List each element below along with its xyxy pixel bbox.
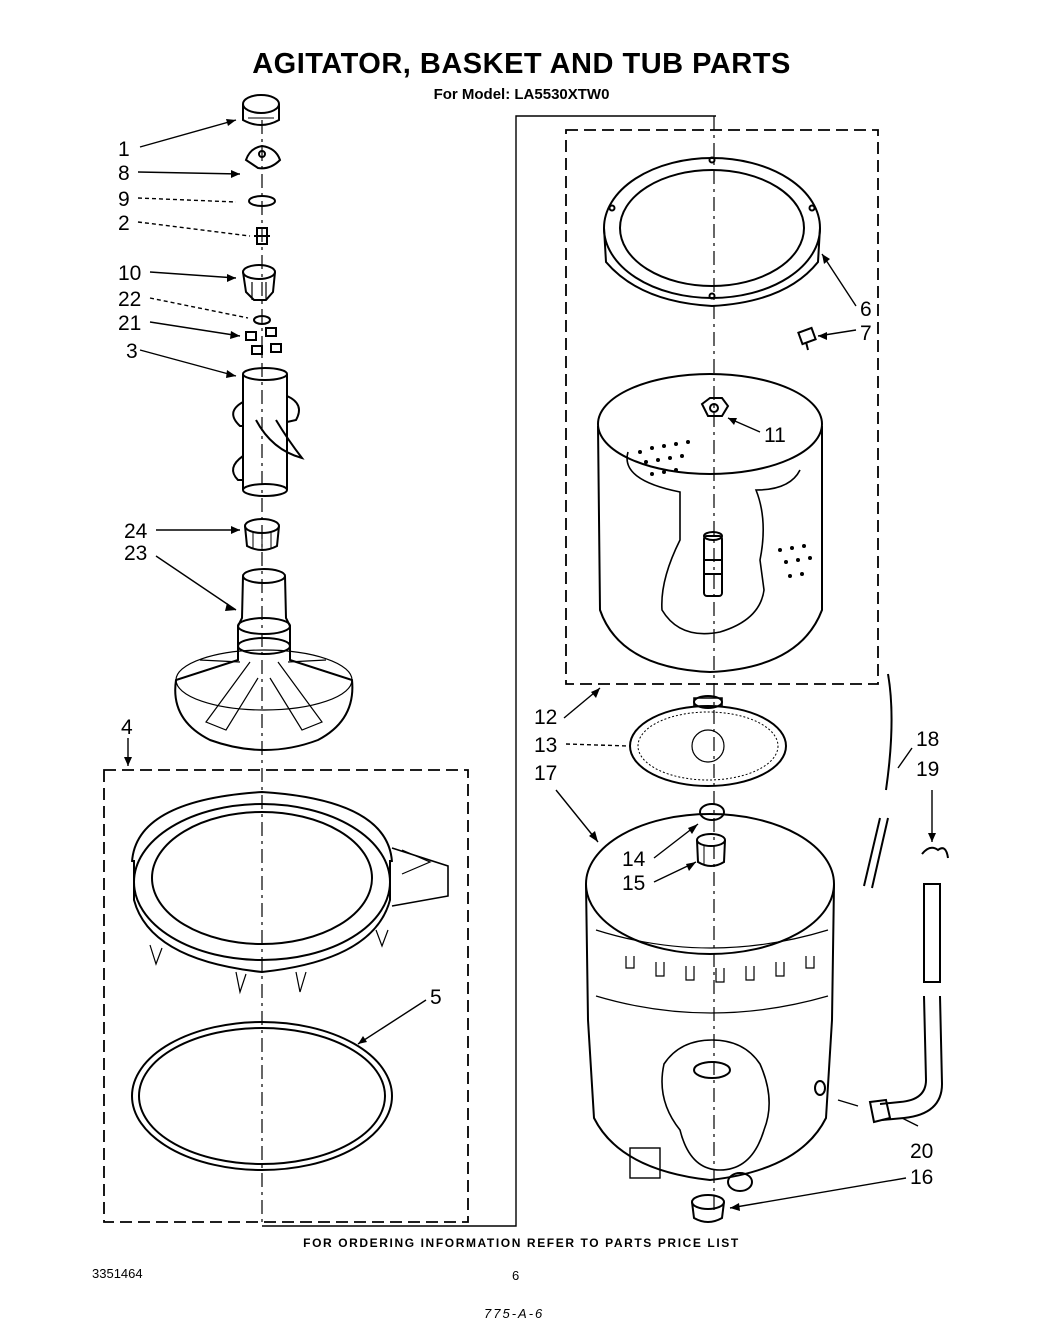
callout-17: 17 bbox=[534, 762, 557, 785]
part-balance-ring-screw[interactable] bbox=[797, 326, 817, 351]
callout-13: 13 bbox=[534, 734, 557, 757]
part-agitator-base[interactable] bbox=[174, 568, 354, 751]
document-number: 3351464 bbox=[92, 1266, 143, 1281]
part-tub-seal[interactable] bbox=[696, 833, 726, 867]
part-basket-hub[interactable] bbox=[629, 695, 787, 787]
part-agitator-dogs[interactable] bbox=[242, 264, 276, 301]
part-dog-pieces[interactable] bbox=[245, 327, 282, 355]
part-washer[interactable] bbox=[253, 315, 271, 325]
part-hose-clamp[interactable] bbox=[921, 846, 949, 859]
part-outer-tub[interactable] bbox=[585, 813, 835, 1192]
callout-1: 1 bbox=[118, 138, 130, 161]
group-box-outer-tub bbox=[103, 769, 469, 1223]
callout-4: 4 bbox=[121, 716, 133, 739]
callout-16: 16 bbox=[910, 1166, 933, 1189]
callout-9: 9 bbox=[118, 188, 130, 211]
callout-14: 14 bbox=[622, 848, 646, 871]
callout-12: 12 bbox=[534, 706, 557, 729]
callout-6: 6 bbox=[860, 298, 872, 321]
part-agitator-cap[interactable] bbox=[242, 94, 280, 126]
group-box-basket bbox=[565, 129, 879, 685]
callout-23: 23 bbox=[124, 542, 147, 565]
part-tub-ring[interactable] bbox=[131, 790, 449, 995]
callout-8: 8 bbox=[118, 162, 130, 185]
part-agitator-bearing[interactable] bbox=[244, 518, 280, 551]
callout-10: 10 bbox=[118, 262, 141, 285]
part-cam[interactable] bbox=[254, 227, 270, 245]
part-balance-ring[interactable] bbox=[603, 156, 821, 308]
part-drain-hose-upper[interactable] bbox=[863, 673, 893, 889]
callout-24: 24 bbox=[124, 520, 148, 543]
page-title: AGITATOR, BASKET AND TUB PARTS bbox=[252, 48, 791, 80]
part-drain-hose[interactable] bbox=[868, 883, 944, 1124]
group-bracket-line bbox=[262, 115, 716, 1227]
page-number: 6 bbox=[512, 1268, 520, 1283]
part-cap-insert[interactable] bbox=[244, 144, 282, 170]
part-clip-ring[interactable] bbox=[699, 803, 725, 821]
callout-labels: 1 8 9 2 10 22 21 3 24 23 4 5 6 7 11 12 1… bbox=[118, 138, 939, 1189]
part-agitator-barrel[interactable] bbox=[232, 367, 305, 497]
callout-7: 7 bbox=[860, 322, 872, 345]
part-o-ring[interactable] bbox=[248, 195, 276, 207]
callout-21: 21 bbox=[118, 312, 141, 335]
callout-20: 20 bbox=[910, 1140, 933, 1163]
model-subtitle: For Model: LA5530XTW0 bbox=[433, 86, 610, 103]
callout-arrowheads bbox=[124, 119, 936, 1211]
callout-5: 5 bbox=[430, 986, 442, 1009]
part-basket-nut[interactable] bbox=[700, 397, 730, 417]
callout-18: 18 bbox=[916, 728, 939, 751]
part-tub-seal-ring[interactable] bbox=[131, 1021, 393, 1171]
handwritten-note: 775-A-6 bbox=[484, 1306, 545, 1321]
callout-11: 11 bbox=[764, 424, 786, 447]
ordering-info-note: FOR ORDERING INFORMATION REFER TO PARTS … bbox=[303, 1236, 740, 1250]
callout-19: 19 bbox=[916, 758, 939, 781]
callout-3: 3 bbox=[126, 340, 138, 363]
part-drain-nut[interactable] bbox=[691, 1194, 725, 1223]
callout-22: 22 bbox=[118, 288, 141, 311]
callout-2: 2 bbox=[118, 212, 130, 235]
part-spin-basket[interactable] bbox=[597, 373, 823, 674]
callout-15: 15 bbox=[622, 872, 645, 895]
